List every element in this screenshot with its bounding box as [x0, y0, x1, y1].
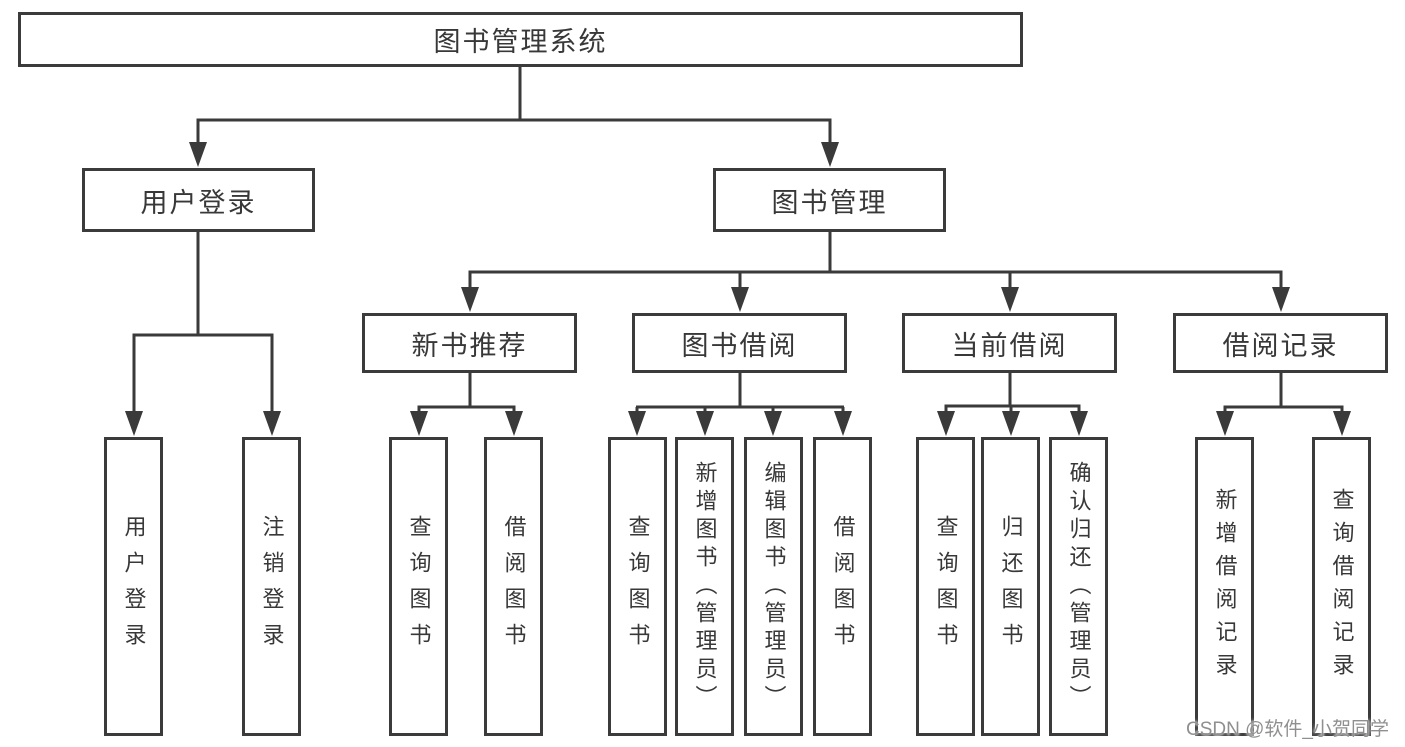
- node-library-system: 图书管理系统: [18, 12, 1023, 67]
- node-new-book-recommend: 新书推荐: [362, 313, 577, 373]
- connector-currentborrow-to-leaves: [937, 373, 1088, 436]
- watermark: CSDN @软件_小贺同学: [1186, 719, 1389, 740]
- leaf-query-books-newbook: 查询图书: [389, 437, 448, 736]
- connector-newbook-to-leaves: [410, 373, 523, 436]
- leaf-add-book-admin: 新增图书（管理员）: [675, 437, 734, 736]
- node-borrow-records: 借阅记录: [1173, 313, 1388, 373]
- connector-borrowrecord-to-leaves: [1216, 373, 1351, 436]
- node-book-borrow: 图书借阅: [632, 313, 847, 373]
- node-user-login: 用户登录: [82, 168, 315, 232]
- leaf-logout-login: 注销登录: [242, 437, 301, 736]
- connector-bookborrow-to-leaves: [628, 373, 852, 436]
- leaf-query-borrow-record: 查询借阅记录: [1312, 437, 1371, 736]
- leaf-query-books-current: 查询图书: [916, 437, 975, 736]
- leaf-return-books: 归还图书: [981, 437, 1040, 736]
- node-book-management: 图书管理: [713, 168, 946, 232]
- leaf-edit-book-admin: 编辑图书（管理员）: [744, 437, 803, 736]
- leaf-query-books-borrow: 查询图书: [608, 437, 667, 736]
- leaf-confirm-return-admin: 确认归还（管理员）: [1049, 437, 1108, 736]
- connector-bookmgmt-to-level3: [461, 232, 1290, 312]
- leaf-borrow-books-newbook: 借阅图书: [484, 437, 543, 736]
- leaf-user-login: 用户登录: [104, 437, 163, 736]
- node-current-borrow: 当前借阅: [902, 313, 1117, 373]
- leaf-add-borrow-record: 新增借阅记录: [1195, 437, 1254, 736]
- leaf-borrow-books-borrow: 借阅图书: [813, 437, 872, 736]
- connector-root-to-level2: [189, 65, 839, 167]
- connector-userlogin-to-leaves: [125, 232, 281, 436]
